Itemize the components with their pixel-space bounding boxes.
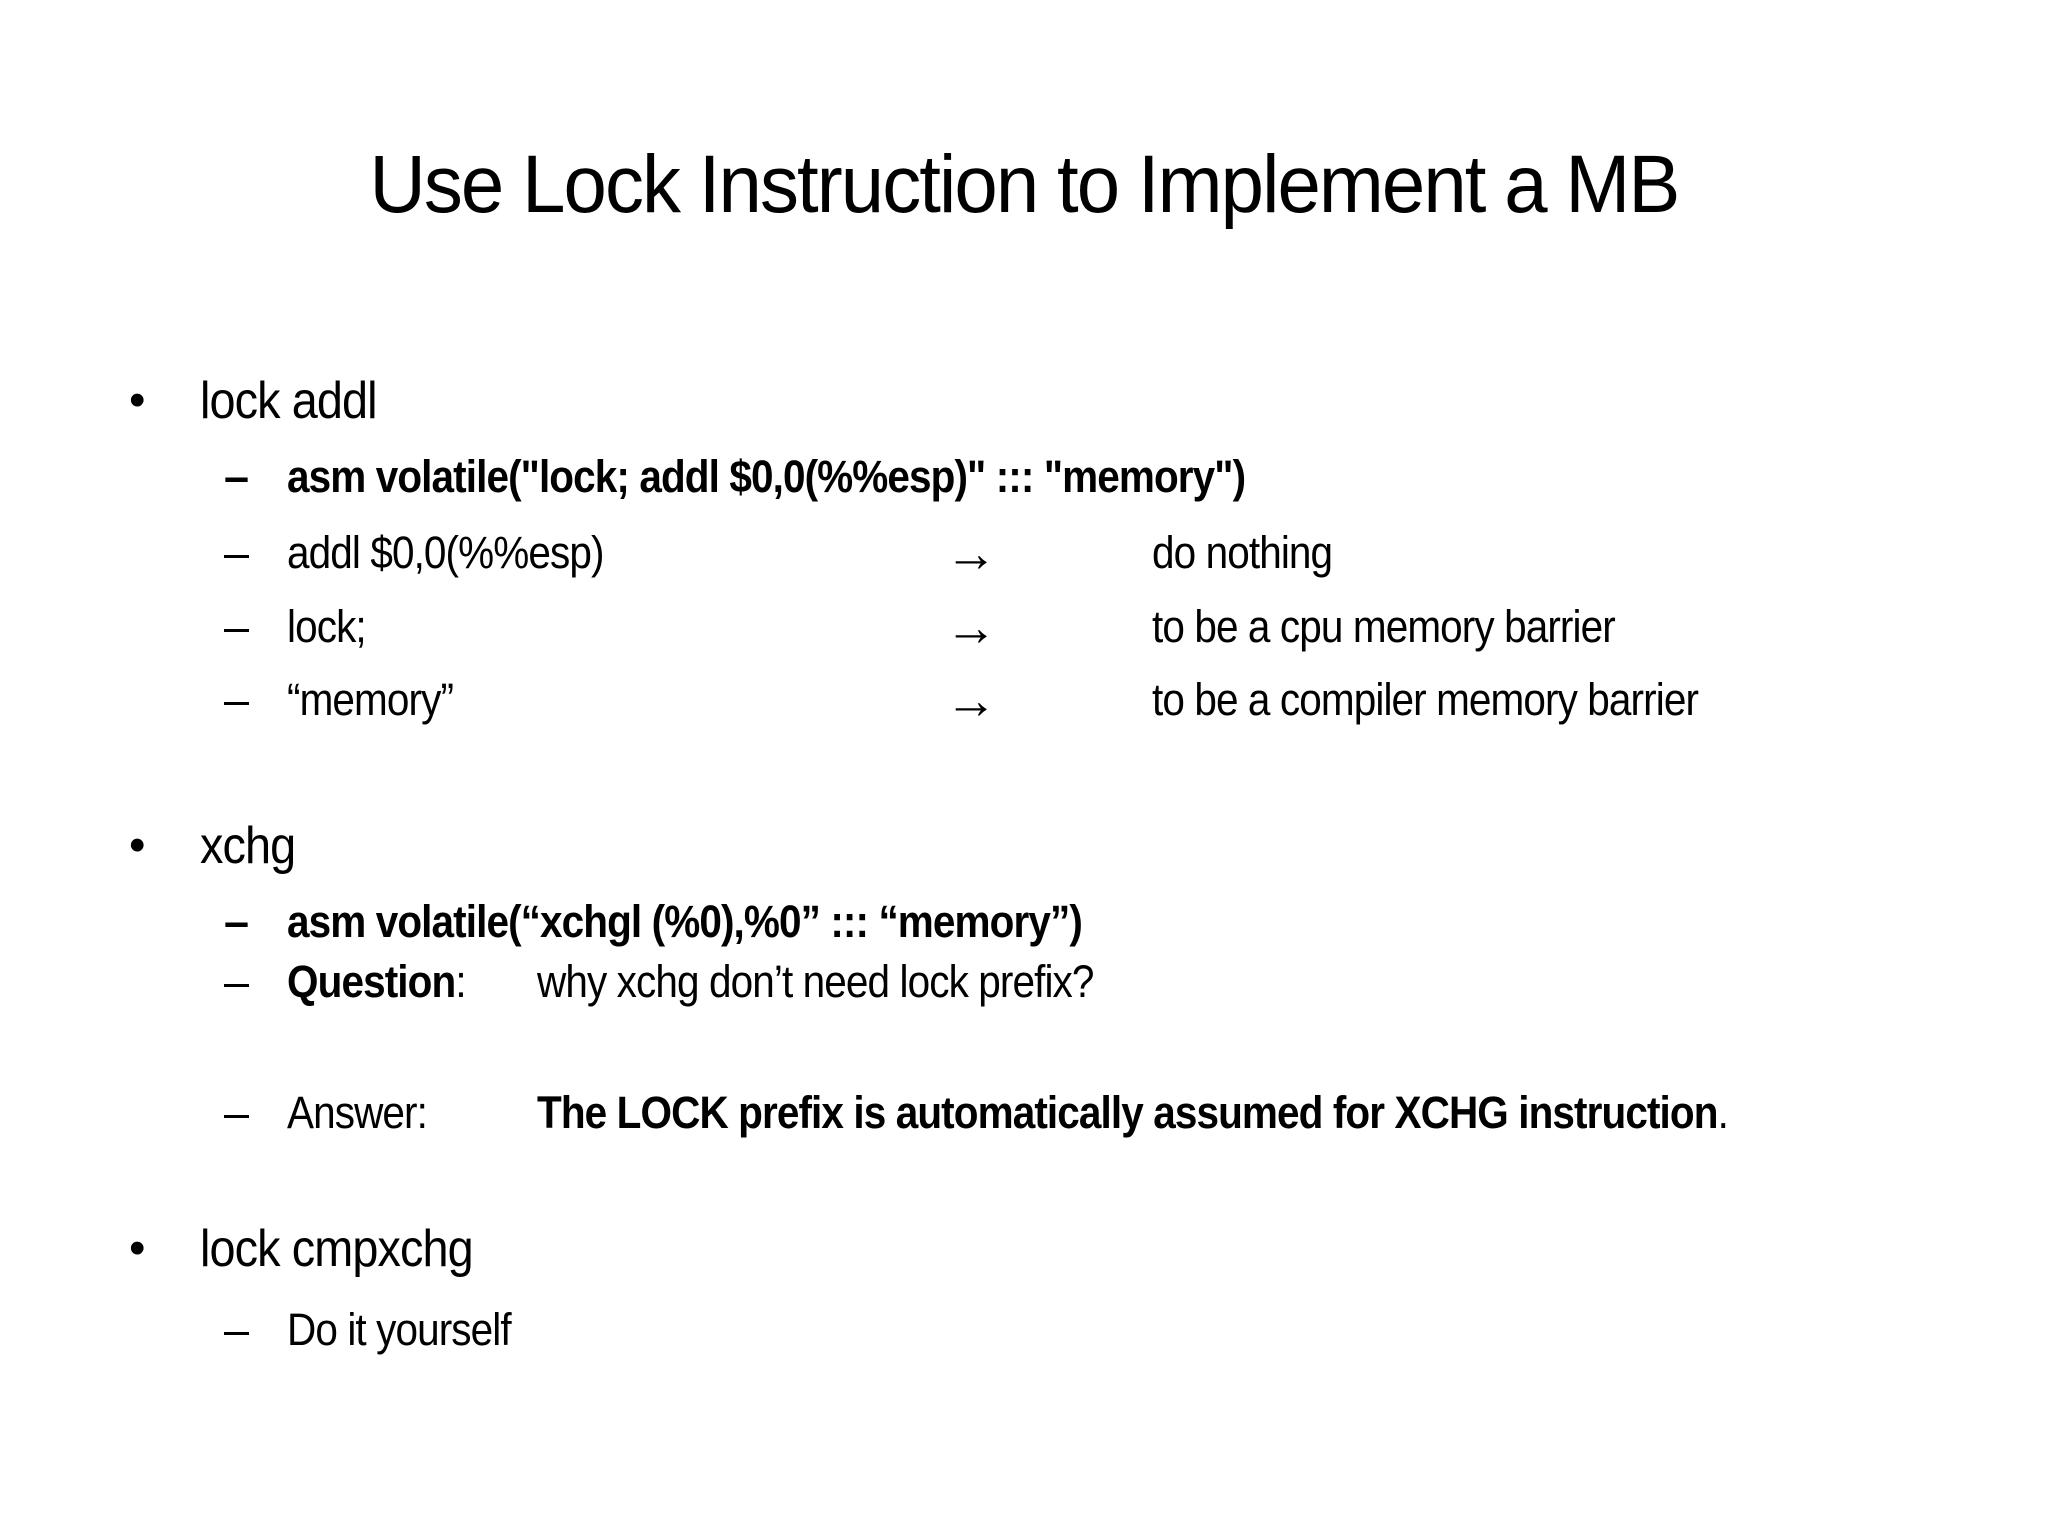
dash-marker: – xyxy=(224,674,250,725)
question-colon: : xyxy=(455,956,466,1007)
dash-marker: – xyxy=(224,601,250,652)
mapping-left-text: “memory” xyxy=(287,674,454,725)
dash-marker: – xyxy=(224,451,250,502)
dash-marker: – xyxy=(224,1304,250,1355)
bullet-item-lock-addl: • lock addl xyxy=(0,372,2048,436)
bullet-item-lock-cmpxchg: • lock cmpxchg xyxy=(0,1220,2048,1284)
asm-code-text: asm volatile(“xchgl (%0),%0” ::: “memory… xyxy=(287,896,1083,947)
right-arrow-icon: → xyxy=(945,599,997,657)
sub-item-asm-volatile-lock-addl: – asm volatile("lock; addl $0,0(%%esp)" … xyxy=(0,451,2048,515)
asm-code-text: asm volatile("lock; addl $0,0(%%esp)" ::… xyxy=(287,451,1246,502)
bullet-item-xchg: • xchg xyxy=(0,817,2048,881)
mapping-left-text: addl $0,0(%%esp) xyxy=(287,527,604,578)
do-it-yourself-text: Do it yourself xyxy=(287,1304,512,1355)
question-label-group: Question: xyxy=(287,956,467,1008)
dash-marker: – xyxy=(224,956,250,1007)
dash-marker: – xyxy=(224,896,250,947)
answer-row: – Answer: The LOCK prefix is automatical… xyxy=(0,1087,2048,1151)
sub-item-do-it-yourself: – Do it yourself xyxy=(0,1304,2048,1368)
bullet-marker: • xyxy=(129,373,146,426)
answer-bold-text: The LOCK prefix is automatically assumed… xyxy=(537,1087,1718,1138)
heading-label: lock cmpxchg xyxy=(200,1220,474,1278)
mapping-row-lock: – lock; → to be a cpu memory barrier xyxy=(0,599,2048,665)
bullet-marker: • xyxy=(129,1221,146,1274)
mapping-right-text: to be a cpu memory barrier xyxy=(1152,601,1616,652)
mapping-right-text: do nothing xyxy=(1152,527,1333,578)
mapping-row-addl: – addl $0,0(%%esp) → do nothing xyxy=(0,525,2048,591)
sub-item-asm-volatile-xchgl: – asm volatile(“xchgl (%0),%0” ::: “memo… xyxy=(0,896,2048,960)
mapping-left-text: lock; xyxy=(287,601,367,652)
heading-label: xchg xyxy=(200,817,296,875)
heading-label: lock addl xyxy=(200,372,378,430)
mapping-right-text: to be a compiler memory barrier xyxy=(1152,674,1699,725)
answer-label: Answer: xyxy=(287,1087,428,1138)
bullet-marker: • xyxy=(129,818,146,871)
dash-marker: – xyxy=(224,527,250,578)
question-row: – Question: why xchg don’t need lock pre… xyxy=(0,956,2048,1020)
mapping-row-memory: – “memory” → to be a compiler memory bar… xyxy=(0,672,2048,738)
dash-marker: – xyxy=(224,1087,250,1138)
slide-title: Use Lock Instruction to Implement a MB xyxy=(369,139,1681,230)
right-arrow-icon: → xyxy=(945,672,997,730)
answer-text-group: The LOCK prefix is automatically assumed… xyxy=(537,1087,1729,1139)
question-label: Question xyxy=(287,956,456,1007)
answer-period: . xyxy=(1717,1087,1729,1138)
right-arrow-icon: → xyxy=(945,525,997,583)
question-text: why xchg don’t need lock prefix? xyxy=(537,956,1094,1007)
